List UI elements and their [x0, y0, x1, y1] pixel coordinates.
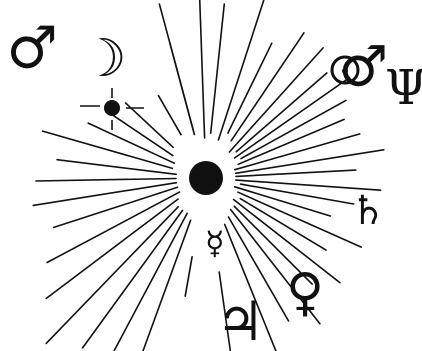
sun-ray [36, 179, 176, 182]
sun-ray [159, 96, 182, 135]
sun-ray [241, 100, 346, 158]
mars-glyph-left: ♂ [6, 14, 58, 82]
mars-glyph-right: ♂ [338, 35, 388, 100]
sun-ray [107, 111, 173, 156]
sun-ray [185, 257, 192, 296]
moon-glyph: ☽ [80, 29, 127, 89]
sun-ray [200, 0, 205, 138]
sun-ray [112, 213, 187, 351]
sun-ray [238, 119, 344, 164]
mercury-glyph: ☿ [205, 224, 225, 262]
sun-disc [189, 161, 223, 195]
sun-ray [218, 0, 264, 140]
sun-ray [235, 78, 350, 158]
small-planet-disc [104, 100, 120, 116]
jupiter-glyph: ♃ [216, 290, 264, 351]
sun-ray [57, 160, 176, 175]
sun-ray [83, 210, 183, 348]
sun-ray [211, 4, 225, 133]
sun-ray [159, 4, 194, 134]
sun-ray [47, 192, 179, 262]
neptune-glyph: Ψ [385, 60, 422, 116]
sun-ray [43, 131, 173, 168]
saturn-glyph: ♄ [350, 188, 386, 234]
sun-ray [46, 199, 178, 298]
sun-ray [236, 150, 384, 174]
sun-ray [54, 187, 178, 227]
venus-glyph: ♀ [286, 263, 324, 323]
sun-ray [238, 192, 361, 247]
sun-ray [143, 220, 191, 351]
